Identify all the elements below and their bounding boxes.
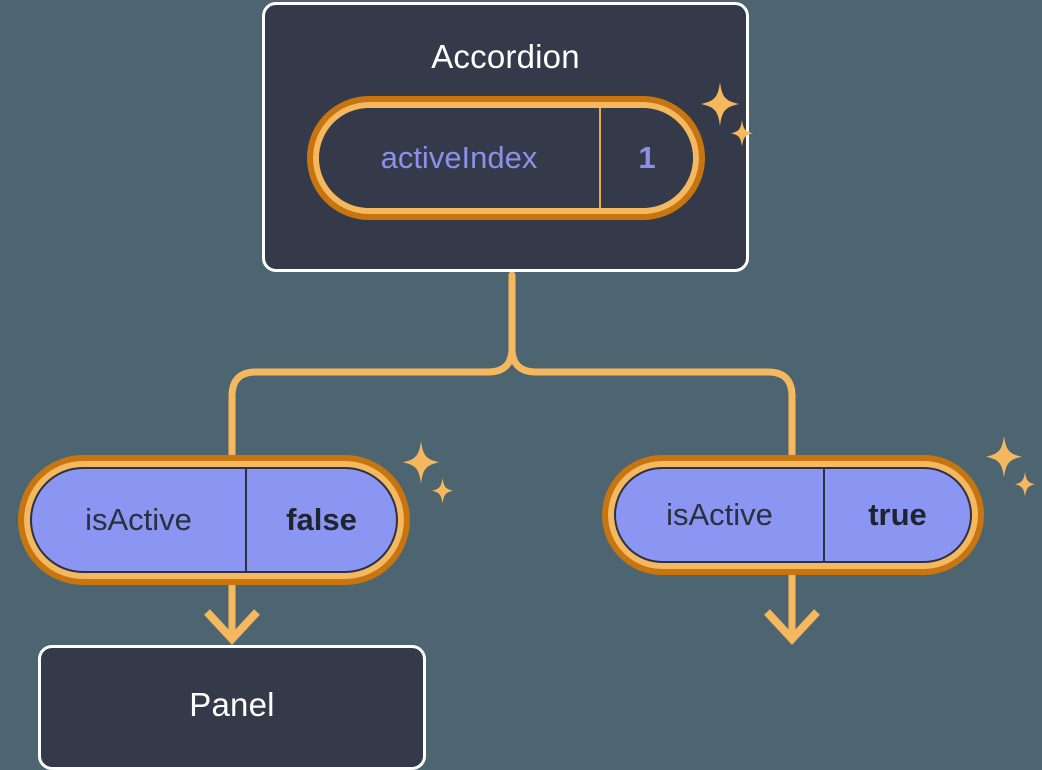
state-pill-is-active-false[interactable]: isActive false <box>18 455 410 585</box>
state-pill-is-active-true[interactable]: isActive true <box>602 455 984 575</box>
state-pill-body: isActive true <box>614 467 972 563</box>
card-title-panel-left: Panel <box>189 686 275 723</box>
state-pill-body: activeIndex 1 <box>319 108 693 208</box>
state-pill-active-index[interactable]: activeIndex 1 <box>307 96 705 220</box>
sparkle-icon <box>980 436 1036 498</box>
state-pill-body: isActive false <box>30 467 398 573</box>
state-pill-value: false <box>286 502 357 537</box>
state-pill-key: isActive <box>616 469 825 561</box>
connector-branch-split <box>228 271 516 459</box>
state-pill-value: 1 <box>638 140 656 175</box>
card-title-accordion: Accordion <box>431 38 580 75</box>
connector-branch-split-right <box>508 344 796 459</box>
arrow-head-left-icon <box>204 609 260 645</box>
arrow-head-right-icon <box>764 609 820 645</box>
state-pill-key: isActive <box>32 469 247 571</box>
state-pill-inner-ring: isActive true <box>608 461 978 569</box>
state-pill-key: activeIndex <box>319 108 601 208</box>
component-card-panel-left[interactable]: Panel <box>38 645 426 770</box>
state-pill-value: true <box>868 497 927 532</box>
state-pill-inner-ring: activeIndex 1 <box>313 102 699 214</box>
state-pill-inner-ring: isActive false <box>24 461 404 579</box>
